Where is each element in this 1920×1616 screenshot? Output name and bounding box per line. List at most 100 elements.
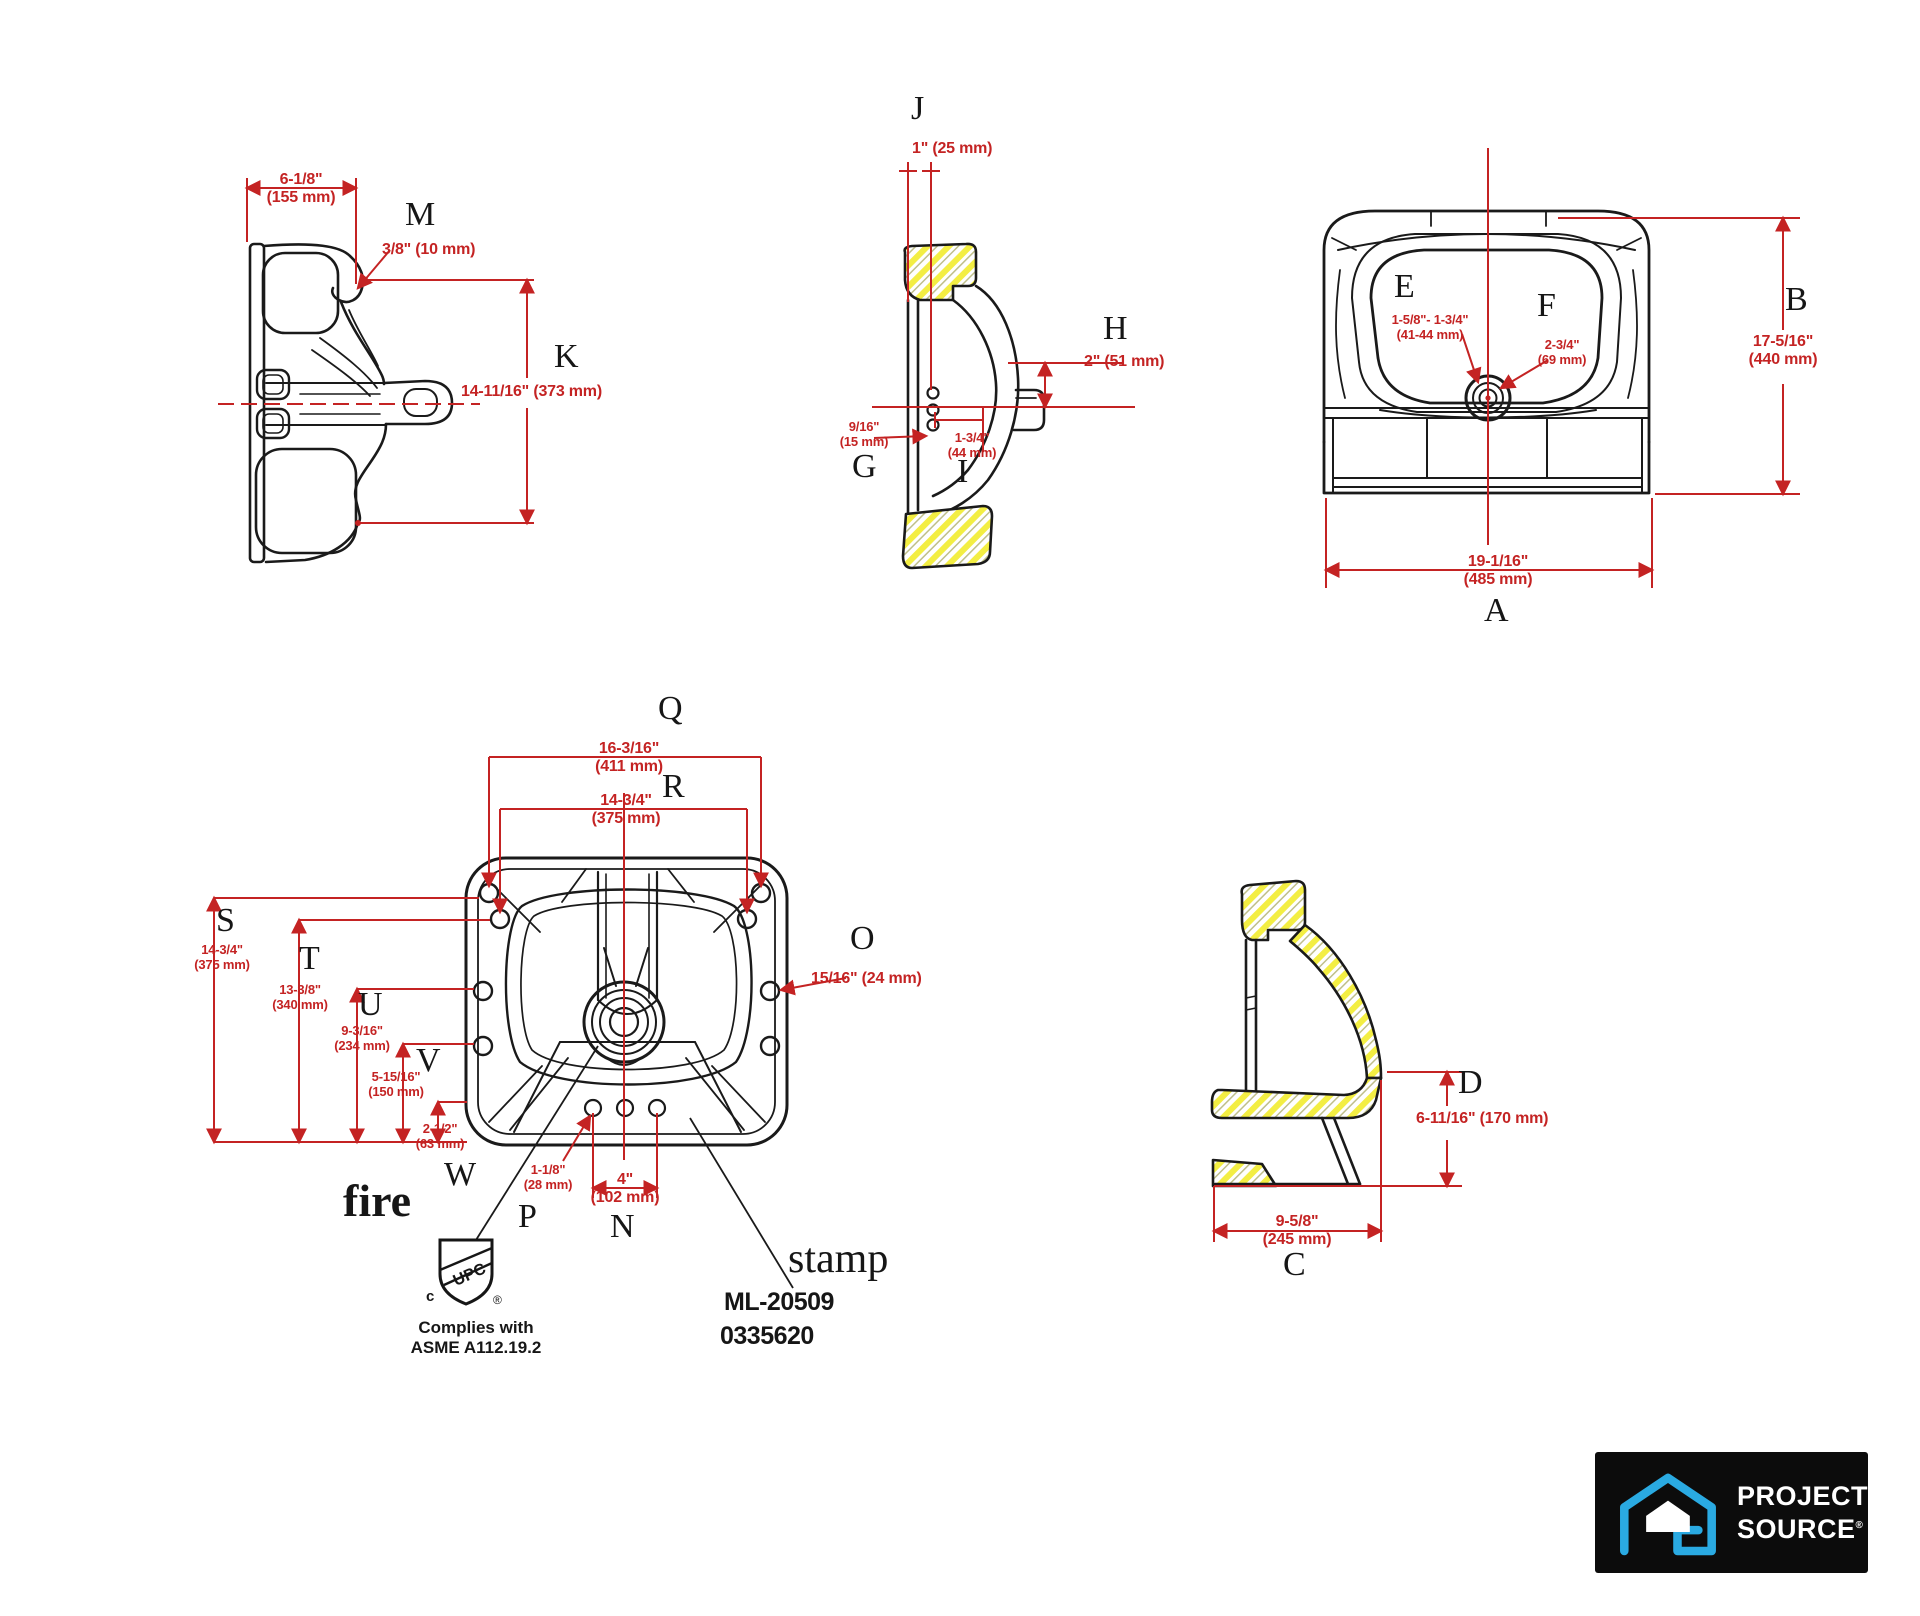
- dim-k: 14-11/16" (373 mm): [461, 383, 602, 400]
- dim-f-in: 2-3/4": [1544, 337, 1580, 352]
- letter-p: P: [518, 1198, 537, 1235]
- dim-a: 19-1/16" (485 mm): [1443, 553, 1553, 589]
- view-front-dims: [1323, 148, 1800, 588]
- dim-side-width-mm: (155 mm): [266, 189, 336, 206]
- faucet-deck: [513, 1041, 561, 1133]
- hatched-foot: [901, 504, 994, 570]
- dim-q-mm: (411 mm): [595, 758, 663, 775]
- dim-n-in: 4": [616, 1171, 634, 1188]
- stamp-code-line2: 0335620: [720, 1322, 814, 1350]
- lower-rim-pocket: [254, 447, 358, 555]
- dim-v: 5-15/16" (150 mm): [355, 1069, 437, 1099]
- annotation-leaders: [475, 1045, 794, 1289]
- leader-p: [562, 1113, 592, 1162]
- letter-w: W: [444, 1156, 477, 1193]
- dim-u-in: 9-3/16": [341, 1023, 383, 1038]
- dim-w-in: 2-1/2": [422, 1121, 458, 1136]
- letter-s: S: [216, 902, 235, 939]
- bowl-inner: [931, 298, 998, 498]
- dim-s-in: 14-3/4": [201, 942, 243, 957]
- dim-u: 9-3/16" (234 mm): [320, 1023, 404, 1053]
- letter-b: B: [1785, 281, 1808, 318]
- view-side-section: [1210, 879, 1383, 1188]
- mounting-slot: [255, 368, 291, 401]
- dim-i: 1-3/4" (44 mm): [936, 430, 1008, 460]
- leader-m: [356, 249, 391, 290]
- dim-u-mm: (234 mm): [334, 1038, 390, 1053]
- dim-s: 14-3/4" (375 mm): [180, 942, 264, 972]
- rim-outer: [1351, 233, 1622, 413]
- dim-e: 1-5/8"- 1-3/4" (41-44 mm): [1376, 312, 1484, 342]
- compliance-line1: Complies with: [418, 1318, 534, 1337]
- view-bottom: [464, 856, 789, 1147]
- letter-h: H: [1103, 310, 1128, 347]
- view-side-profile-dims: [218, 178, 535, 526]
- dim-i-in: 1-3/4": [954, 430, 990, 445]
- fire-text: fire: [343, 1175, 412, 1226]
- letter-v: V: [416, 1042, 441, 1079]
- upc-r-mark: ®: [493, 1293, 502, 1307]
- dim-g: 9/16" (15 mm): [824, 419, 904, 449]
- letter-m: M: [405, 196, 436, 233]
- view-front: [1322, 209, 1651, 495]
- basin-outline: [504, 888, 753, 1086]
- dim-g-mm: (15 mm): [839, 434, 889, 449]
- dim-t-mm: (340 mm): [272, 997, 328, 1012]
- hatched-bowl-wall: [1288, 923, 1383, 1080]
- house-icon: [1620, 1473, 1716, 1555]
- dim-m: 3/8" (10 mm): [382, 241, 476, 258]
- letter-r: R: [662, 768, 685, 805]
- dim-o: 15/16" (24 mm): [811, 970, 922, 987]
- dim-q: 16-3/16" (411 mm): [574, 740, 684, 776]
- registered-mark: ®: [1855, 1519, 1864, 1531]
- view-bottom-dims: [206, 756, 847, 1198]
- letter-q: Q: [658, 690, 683, 727]
- mounting-slot: [255, 407, 291, 440]
- leader-g: [873, 428, 929, 445]
- upc-text: UPC: [451, 1260, 489, 1289]
- view-side-profile: [248, 242, 454, 564]
- dim-a-mm: (485 mm): [1463, 571, 1533, 588]
- dim-i-mm: (44 mm): [947, 445, 997, 460]
- dim-r-in: 14-3/4": [600, 792, 652, 809]
- dim-t: 13-3/8" (340 mm): [259, 982, 341, 1012]
- letter-c: C: [1283, 1246, 1306, 1283]
- brand-line1: PROJECT: [1736, 1480, 1868, 1511]
- dim-j: 1" (25 mm): [912, 140, 993, 157]
- hatched-top-block: [903, 242, 978, 302]
- leader-f: [1498, 359, 1549, 390]
- brand-line2: SOURCE: [1736, 1513, 1856, 1544]
- dim-n: 4" (102 mm): [580, 1171, 670, 1207]
- letter-k: K: [554, 338, 579, 375]
- dim-d: 6-11/16" (170 mm): [1416, 1110, 1549, 1127]
- view-cross-section: [901, 242, 1046, 570]
- apron-outer: [1322, 440, 1651, 495]
- letter-n: N: [610, 1208, 635, 1245]
- dim-w-mm: (63 mm): [415, 1136, 465, 1151]
- dim-c-mm: (245 mm): [1262, 1231, 1332, 1248]
- letter-g: G: [852, 448, 877, 485]
- dim-v-mm: (150 mm): [368, 1084, 424, 1099]
- dim-v-in: 5-15/16": [371, 1069, 421, 1084]
- letter-o: O: [850, 920, 875, 957]
- leader-e: [1461, 333, 1482, 385]
- letter-f: F: [1537, 287, 1556, 324]
- dim-n-mm: (102 mm): [590, 1189, 660, 1206]
- leader-o: [778, 977, 847, 996]
- dim-p-mm: (28 mm): [523, 1177, 573, 1192]
- dim-a-in: 19-1/16": [1467, 553, 1529, 570]
- letter-j: J: [911, 90, 925, 127]
- dim-b-in: 17-5/16": [1752, 333, 1814, 350]
- dim-f: 2-3/4" (69 mm): [1524, 337, 1600, 367]
- dim-t-in: 13-3/8": [279, 982, 321, 997]
- dim-c: 9-5/8" (245 mm): [1247, 1213, 1347, 1249]
- dim-side-width: 6-1/8" (155 mm): [241, 171, 361, 207]
- leader-certification: [475, 1045, 599, 1241]
- dim-h: 2" (51 mm): [1084, 353, 1165, 370]
- letter-a: A: [1484, 592, 1509, 629]
- compliance-line2: ASME A112.19.2: [410, 1338, 542, 1357]
- dim-b: 17-5/16" (440 mm): [1734, 333, 1832, 369]
- stamp-code-line1: ML-20509: [724, 1288, 834, 1316]
